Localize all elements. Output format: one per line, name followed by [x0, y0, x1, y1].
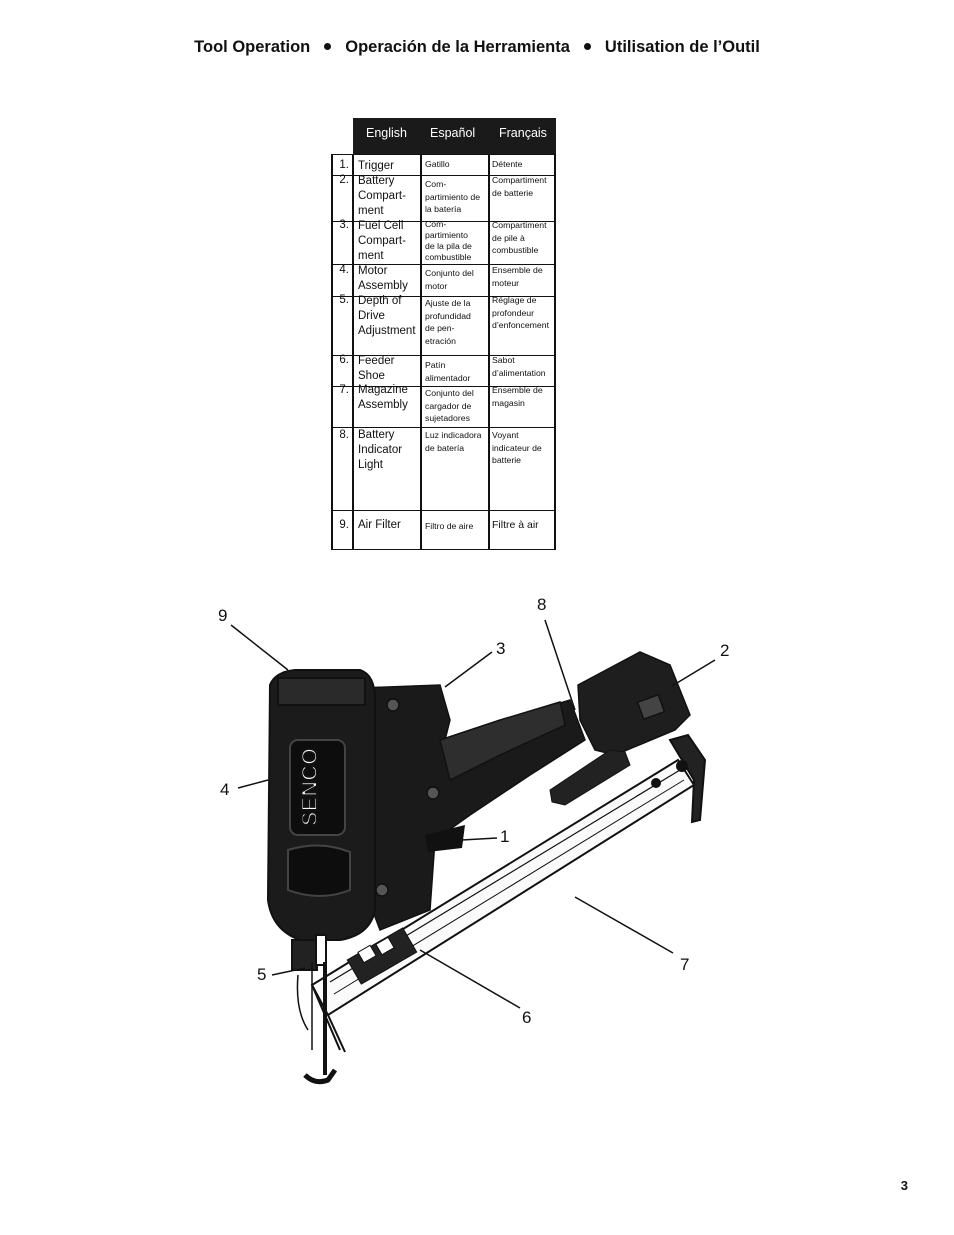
nose-depth-adjust [291, 934, 338, 1085]
term-es: Luz indicadora de batería [425, 430, 482, 453]
callout-battery-compartment: 2 [720, 641, 730, 660]
row-number: 3. [339, 219, 349, 231]
row-number: 4. [339, 264, 349, 276]
term-es: Com- partimiento de la pila de combustib… [425, 219, 472, 262]
term-fr: Détente [492, 159, 523, 169]
feeder-shoe [346, 927, 418, 985]
column-header-francais: Français [499, 126, 547, 140]
header-title-en: Tool Operation [194, 38, 311, 56]
term-fr: Sabot d’alimentation [492, 355, 546, 378]
row-number: 9. [339, 519, 349, 531]
nailer-illustration: SENCO [230, 619, 716, 1085]
page-number: 3 [900, 1178, 908, 1193]
term-fr: Compartiment de pile à combustible [492, 220, 547, 255]
term-fr: Compartiment de batterie [492, 175, 547, 198]
header-title-fr: Utilisation de l’Outil [604, 38, 760, 56]
row-number: 7. [339, 384, 349, 396]
row-number: 6. [339, 354, 349, 366]
callout-fuel-cell: 3 [496, 639, 506, 658]
term-en: Trigger [358, 160, 394, 172]
callout-magazine: 7 [680, 955, 690, 974]
header-title-es: Operación de la Herramienta [345, 38, 570, 56]
handle [359, 684, 586, 931]
motor-assembly: SENCO [266, 669, 376, 941]
row-number: 5. [339, 294, 349, 306]
term-en: Depth of Drive Adjustment [358, 295, 416, 337]
callout-air-filter: 9 [218, 606, 228, 625]
bullet-separator [583, 43, 591, 51]
term-en: Air Filter [358, 519, 401, 531]
term-en: Motor Assembly [358, 265, 408, 292]
column-header-english: English [366, 126, 407, 140]
brand-logo: SENCO [297, 748, 322, 826]
row-number: 8. [339, 429, 349, 441]
term-es: Filtro de aire [425, 521, 474, 531]
term-en: Feeder Shoe [358, 355, 395, 382]
term-fr: Filtre à air [492, 519, 539, 531]
fuel-cell-cap [549, 749, 631, 806]
battery-compartment [577, 651, 691, 756]
row-number: 1. [339, 159, 349, 171]
callout-motor-assembly: 4 [220, 780, 230, 799]
term-es: Ajuste de la profundidad de pen- etració… [425, 298, 471, 346]
term-en: Battery Compart- ment [358, 175, 406, 217]
callout-depth-of-drive: 5 [257, 965, 267, 984]
column-header-espanol: Español [430, 126, 476, 140]
callout-trigger: 1 [500, 827, 510, 846]
table-grid: 1. Trigger Gatillo Détente 2. Battery Co… [331, 154, 556, 550]
term-fr: Ensemble de magasin [492, 385, 543, 408]
term-es: Conjunto del cargador de sujetadores [425, 388, 474, 423]
nailer-diagram: SENCO 9 8 3 2 4 1 5 7 6 [200, 590, 760, 1110]
table-header: English Español Français [353, 118, 556, 154]
term-es: Patín alimentador [425, 360, 471, 383]
term-en: Magazine Assembly [358, 384, 408, 411]
leader-lines [230, 619, 716, 1009]
term-fr: Ensemble de moteur [492, 265, 543, 288]
callout-battery-indicator: 8 [537, 595, 547, 614]
page-header: Tool Operation Operación de la Herramient… [0, 38, 954, 57]
trigger [425, 825, 465, 852]
term-en: Battery Indicator Light [358, 429, 403, 471]
term-es: Conjunto del motor [425, 268, 474, 291]
parts-table: English Español Français 1. Trigger Gati… [331, 118, 556, 550]
term-es: Gatillo [425, 159, 450, 169]
term-fr: Voyant indicateur de batterie [492, 430, 542, 465]
term-es: Com- partimiento de la batería [425, 179, 481, 214]
row-number: 2. [339, 174, 349, 186]
callout-feeder-shoe: 6 [522, 1008, 532, 1027]
bullet-separator [324, 43, 332, 51]
term-fr: Réglage de profondeur d’enfoncement [492, 295, 549, 330]
term-en: Fuel Cell Compart- ment [358, 220, 406, 262]
